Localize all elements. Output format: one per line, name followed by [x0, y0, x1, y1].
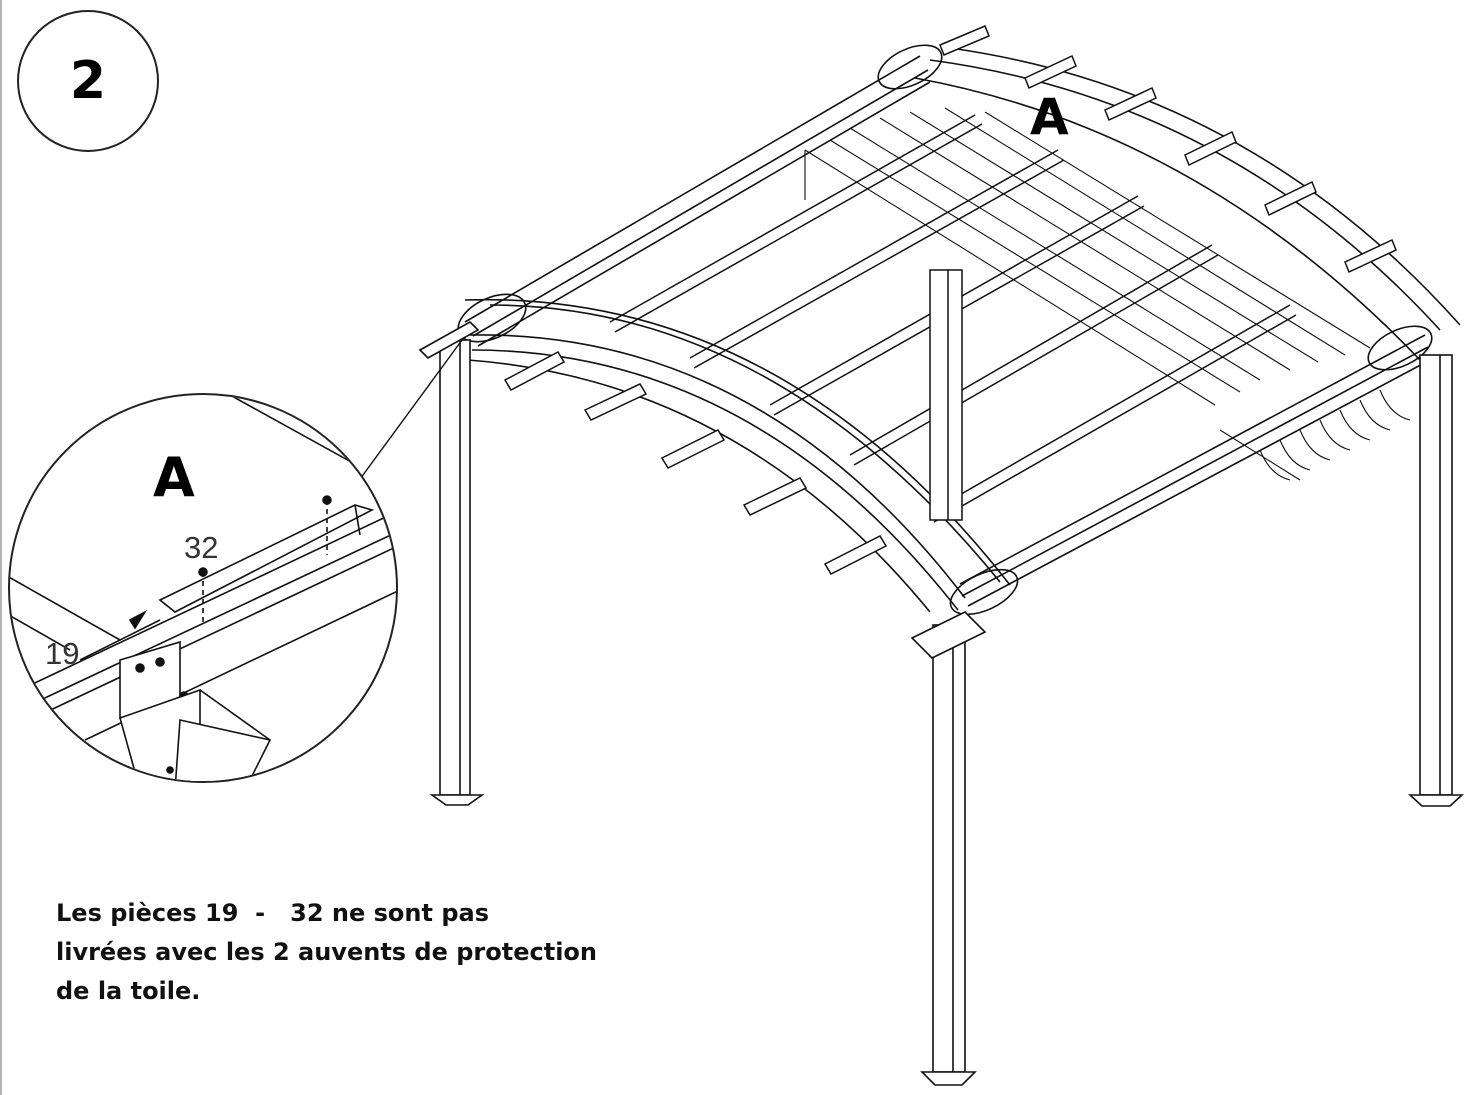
detail-leader-line — [351, 339, 463, 491]
rear-rafters — [939, 25, 1397, 274]
front-rafters — [503, 351, 888, 575]
front-arch-beam — [464, 298, 1011, 613]
roof-purlins — [609, 114, 1297, 523]
post-front-left — [418, 321, 485, 806]
right-side-rail — [959, 334, 1431, 607]
note-line: livrées avec les 2 auvents de protection — [56, 938, 597, 966]
view-label-main: A — [1030, 88, 1069, 146]
note-line: Les pièces 19 - 32 ne sont pas — [56, 899, 489, 927]
part-callout-32: 32 — [184, 530, 219, 565]
shade-canopy-slats — [804, 107, 1411, 481]
step-number: 2 — [69, 51, 107, 111]
assembly-note: Les pièces 19 - 32 ne sont pas livrées a… — [56, 894, 636, 1011]
post-rear-left — [929, 269, 963, 521]
part-callout-19: 19 — [45, 636, 80, 671]
step-circle — [17, 10, 159, 152]
detail-magnifier — [8, 393, 398, 783]
rear-side-rail — [464, 55, 931, 347]
post-rear-right — [1407, 354, 1465, 807]
page-left-rule — [0, 0, 2, 1095]
note-line: de la toile. — [56, 977, 201, 1005]
view-label-detail: A — [153, 446, 195, 509]
rear-arch-beam — [914, 47, 1461, 361]
post-front-right — [910, 611, 987, 1086]
